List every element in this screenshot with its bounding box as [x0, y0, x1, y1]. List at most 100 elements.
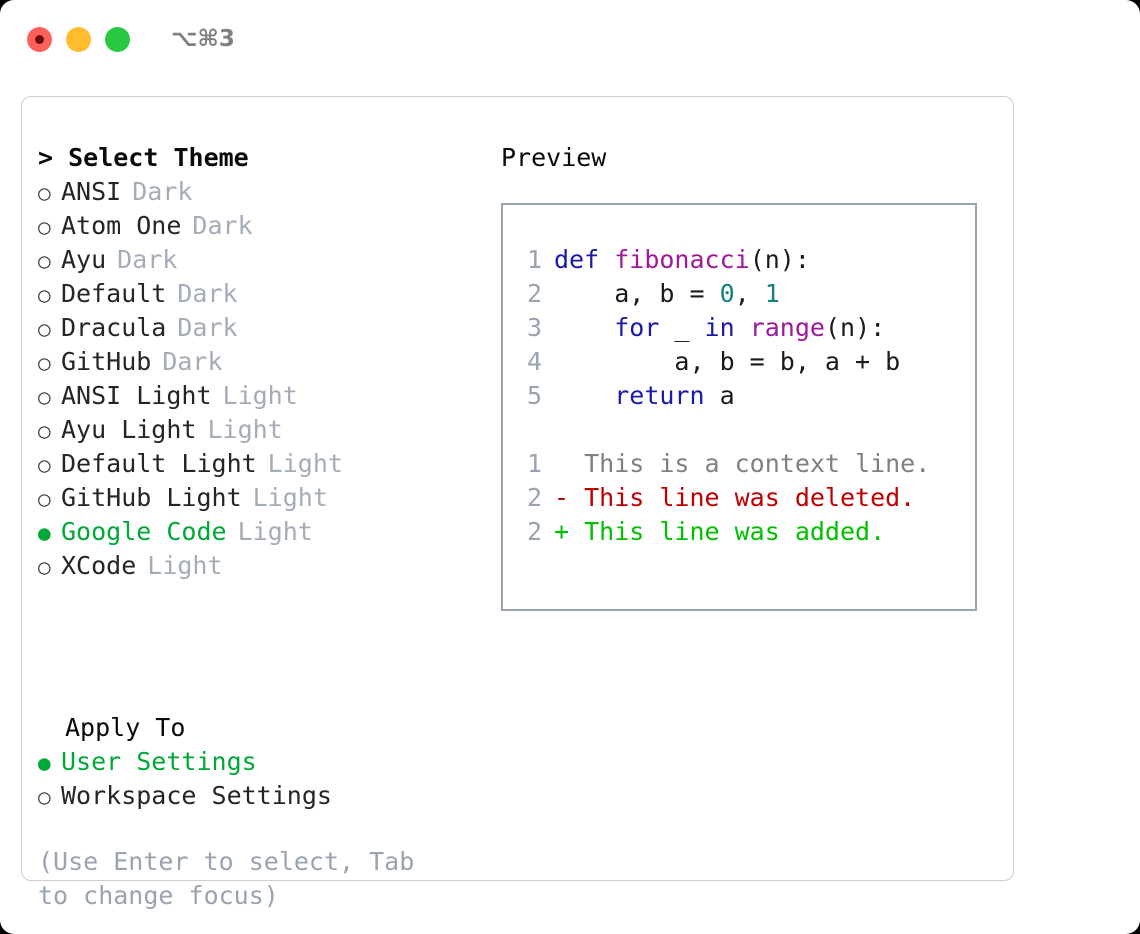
line-number: 2: [526, 517, 542, 546]
radio-unselected-icon: ○: [38, 555, 51, 579]
line-number: 5: [526, 381, 542, 410]
traffic-light-group: [27, 26, 130, 52]
theme-option-name: ANSI Light: [61, 381, 212, 410]
code-line: 1 def fibonacci(n):: [518, 243, 930, 277]
code-line-content: def fibonacci(n):: [554, 243, 810, 277]
code-line: 4 a, b = b, a + b: [518, 345, 930, 379]
preview-title: Preview: [501, 143, 607, 172]
apply-to-option-user-settings[interactable]: ● User Settings: [38, 745, 478, 779]
code-token-pl: [554, 313, 614, 342]
line-number: 1: [526, 449, 542, 478]
theme-option-name: XCode: [61, 551, 137, 580]
theme-option-kind: Dark: [117, 245, 178, 274]
apply-to-option-label: User Settings: [61, 747, 257, 776]
theme-option-kind: Light: [252, 483, 328, 512]
window-titlebar: ⌥⌘3: [0, 0, 1140, 78]
code-line: 5 return a: [518, 379, 930, 413]
code-token-pl: a: [704, 381, 735, 410]
code-line-content: a, b = b, a + b: [554, 345, 900, 379]
theme-option-kind: Light: [147, 551, 223, 580]
code-line-content: return a: [554, 379, 735, 413]
close-dot-icon: [35, 34, 44, 44]
apply-to-title: Apply To: [65, 713, 186, 742]
theme-option-name: ANSI: [61, 177, 122, 206]
theme-option-kind: Dark: [177, 279, 238, 308]
code-blank-line: [518, 413, 930, 447]
code-token-pl: (n):: [824, 313, 886, 342]
theme-option-name: Default: [61, 279, 167, 308]
theme-option-atom-one[interactable]: ○ Atom One Dark: [38, 209, 478, 243]
diff-line-content: - This line was deleted.: [554, 483, 916, 512]
window-shortcut-label: ⌥⌘3: [171, 25, 235, 52]
theme-option-google-code[interactable]: ● Google Code Light: [38, 515, 478, 549]
maximize-button-icon[interactable]: [105, 26, 130, 52]
code-token-pl: a, b =: [554, 279, 720, 308]
apply-to-section: Apply To ● User Settings ○ Workspace Settin…: [38, 711, 478, 813]
radio-unselected-icon: ○: [38, 317, 51, 341]
radio-unselected-icon: ○: [38, 385, 51, 409]
keyboard-hint-text: (Use Enter to select, Tab to change focu…: [38, 847, 415, 910]
apply-to-option-workspace-settings[interactable]: ○ Workspace Settings: [38, 779, 478, 813]
theme-option-name: GitHub: [61, 347, 152, 376]
theme-option-kind: Light: [237, 517, 313, 546]
line-number: 1: [526, 245, 542, 274]
apply-to-option-label: Workspace Settings: [61, 781, 332, 810]
apply-to-options: ● User Settings ○ Workspace Settings: [38, 745, 478, 813]
code-token-kw: in: [704, 313, 735, 342]
code-line-content: a, b = 0, 1: [554, 277, 780, 311]
theme-option-ansi[interactable]: ○ ANSI Dark: [38, 175, 478, 209]
code-token-pl: [599, 245, 614, 274]
code-token-num: 0: [719, 279, 735, 308]
select-theme-header: > Select Theme: [38, 143, 249, 172]
code-token-pl: a, b = b, a + b: [554, 347, 901, 376]
radio-unselected-icon: ○: [38, 453, 51, 477]
radio-unselected-icon: ○: [38, 215, 51, 239]
diff-line-content: This is a context line.: [554, 449, 931, 478]
minimize-button-icon[interactable]: [66, 26, 91, 52]
theme-option-kind: Dark: [192, 211, 253, 240]
line-number: 2: [526, 279, 542, 308]
code-line-content: for _ in range(n):: [554, 311, 885, 345]
radio-unselected-icon: ○: [38, 249, 51, 273]
preview-column: Preview: [501, 141, 606, 175]
radio-selected-icon: ●: [38, 521, 51, 545]
line-number: 3: [526, 313, 542, 342]
radio-unselected-icon: ○: [38, 181, 51, 205]
theme-option-xcode[interactable]: ○ XCode Light: [38, 549, 478, 583]
theme-option-kind: Dark: [132, 177, 193, 206]
code-token-pl: [554, 381, 614, 410]
radio-unselected-icon: ○: [38, 487, 51, 511]
code-line: 2 a, b = 0, 1: [518, 277, 930, 311]
theme-option-kind: Light: [207, 415, 283, 444]
close-button-icon[interactable]: [27, 26, 52, 52]
diff-line-content: + This line was added.: [554, 517, 886, 546]
code-token-kw: for: [614, 313, 660, 342]
code-token-pl: (n):: [749, 245, 810, 274]
theme-option-kind: Dark: [162, 347, 223, 376]
radio-selected-icon: ●: [38, 751, 51, 775]
code-token-num: 1: [764, 279, 780, 308]
theme-option-name: Default Light: [61, 449, 257, 478]
theme-option-name: Google Code: [61, 517, 227, 546]
diff-line-add: 2 + This line was added.: [518, 515, 930, 549]
radio-unselected-icon: ○: [38, 785, 51, 809]
code-token-kw: return: [614, 381, 705, 410]
theme-option-name: Atom One: [61, 211, 182, 240]
code-token-pl: ,: [734, 279, 765, 308]
theme-option-name: Dracula: [61, 313, 167, 342]
